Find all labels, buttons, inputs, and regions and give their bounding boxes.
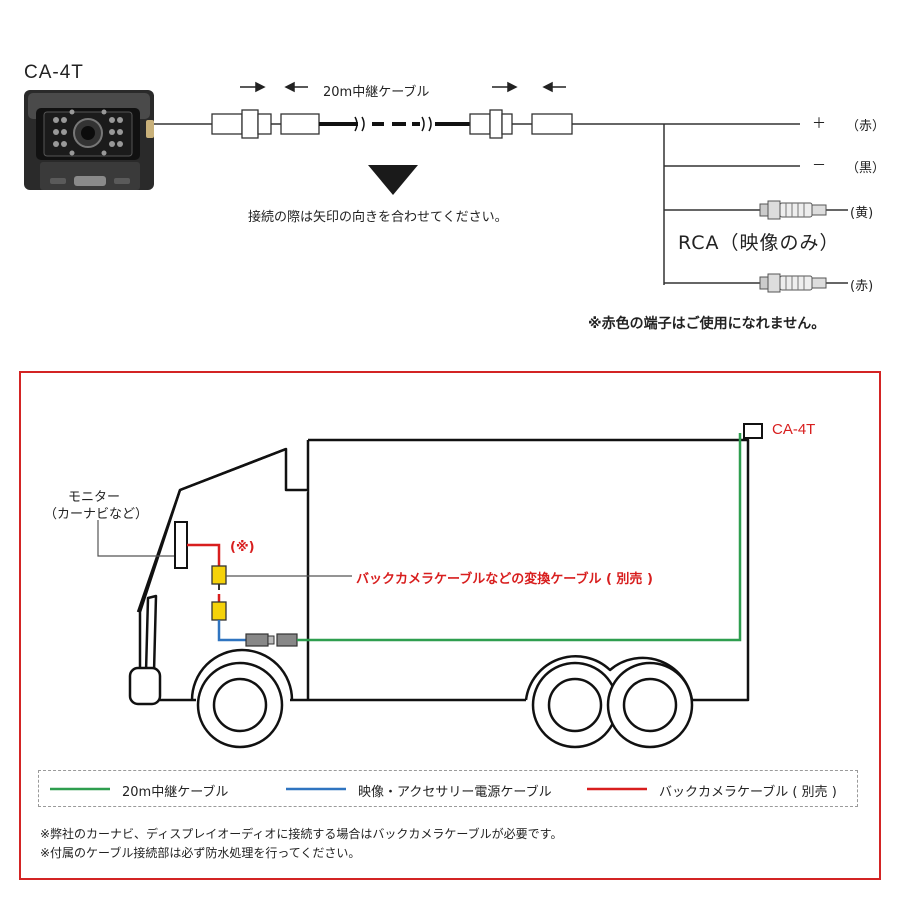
arrow-instruction-text: 接続の際は矢印の向きを合わせてください。 [248,210,508,225]
blue-cable [217,620,246,642]
green-cable [297,433,742,642]
rca-plug-yellow [759,200,827,220]
note-line: ※付属のケーブル接続部は必ず防水処理を行ってください。 [40,846,361,860]
red-terminal-note: ※赤色の端子はご使用になれません。 [588,316,826,332]
truck-wheels [196,661,694,749]
legend-item-blue: 映像・アクセサリー電源ケーブル [358,785,552,800]
notes-block: ※弊社のカーナビ、ディスプレイオーディオに接続する場合はバックカメラケーブルが必… [40,825,562,863]
extension-connectors [245,633,298,647]
rca-label: RCA（映像のみ） [678,232,840,254]
installation-example-frame [19,371,881,880]
rca-yellow-label: (黄) [850,206,874,221]
legend-item-red: バックカメラケーブル ( 別売 ) [659,785,837,800]
wire-plus-color: （赤） [846,119,886,134]
conversion-connectors [211,565,227,621]
note-line: ※弊社のカーナビ、ディスプレイオーディオに接続する場合はバックカメラケーブルが必… [40,827,563,841]
truck-camera-icon [743,423,763,439]
legend-box [38,770,858,807]
down-triangle-icon [368,165,418,195]
cable-break [319,116,470,132]
right-connector-pair [469,109,573,139]
monitor-label-line1: モニター [68,490,121,505]
left-connector-pair [211,109,320,139]
rca-plug-red [759,273,827,293]
monitor-leader-line [97,520,174,557]
wire-plus-symbol: ＋ [812,116,826,132]
red-cable [187,543,221,566]
camera-model-label: CA-4T [24,62,84,83]
wire-minus-color: （黒） [846,161,886,176]
direction-arrows [240,81,566,93]
top-cable-line [154,123,848,285]
legend-item-green: 20m中継ケーブル [122,785,229,800]
camera-image [24,90,154,190]
asterisk-mark: (※) [230,540,255,555]
rca-red-label: (赤) [850,279,874,294]
monitor-label-line2: （カーナビなど） [44,507,149,522]
truck-camera-label: CA-4T [772,421,816,438]
conversion-cable-label: バックカメラケーブルなどの変換ケーブル ( 別売 ) [356,572,653,587]
wire-minus-symbol: － [812,158,826,174]
extension-cable-label: 20m中継ケーブル [323,85,430,100]
